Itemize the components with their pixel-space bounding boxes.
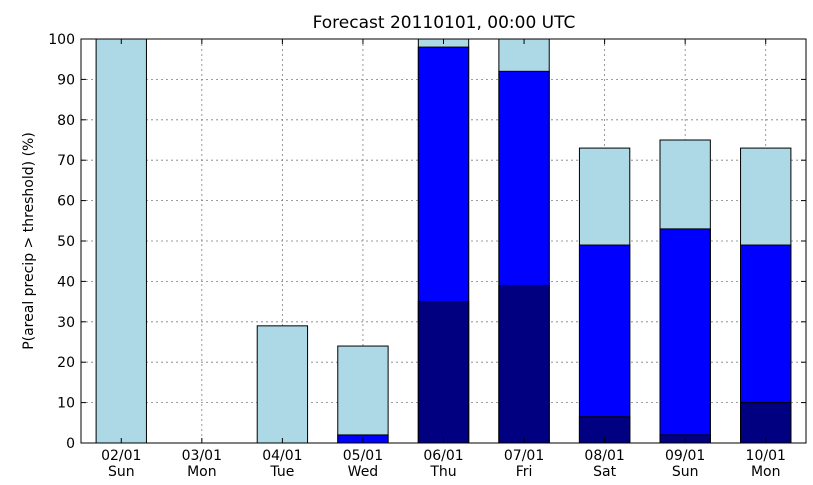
x-tick-label-date: 09/01	[665, 448, 705, 464]
bar-series-2-06/01	[417, 301, 470, 444]
x-tick-label-day: Tue	[269, 464, 294, 480]
y-tick-label: 40	[57, 274, 75, 290]
x-tick-label-date: 04/01	[262, 448, 302, 464]
bar-series-2-10/01	[740, 402, 792, 444]
x-tick-label-day: Sun	[108, 464, 135, 480]
y-tick-label: 0	[66, 436, 75, 452]
y-tick-label: 90	[57, 72, 75, 88]
bar-series-1-08/01	[578, 244, 631, 444]
y-axis-label: P(areal precip > threshold) (%)	[21, 132, 37, 350]
x-tick-label-date: 08/01	[584, 448, 624, 464]
x-tick-label-date: 07/01	[504, 448, 544, 464]
axes: 010203040506070809010002/01Sun03/01Mon04…	[48, 32, 807, 480]
x-tick-label-day: Wed	[348, 464, 379, 480]
bar-series-0-05/01	[337, 345, 389, 444]
x-tick-label-date: 10/01	[746, 448, 786, 464]
x-tick-label-day: Sat	[593, 464, 616, 480]
x-tick-label-day: Fri	[516, 464, 533, 480]
x-tick-label-date: 06/01	[423, 448, 463, 464]
x-tick-label-day: Mon	[187, 464, 217, 480]
x-tick-label-day: Thu	[429, 464, 456, 480]
x-tick-label-day: Mon	[751, 464, 781, 480]
y-tick-label: 20	[57, 355, 75, 371]
x-tick-label-date: 05/01	[343, 448, 383, 464]
y-tick-label: 10	[57, 396, 75, 412]
bar-series-2-07/01	[498, 284, 550, 444]
bars	[95, 38, 792, 444]
bar-series-0-04/01	[256, 325, 309, 444]
bar-series-1-09/01	[659, 228, 711, 444]
x-tick-label-date: 03/01	[182, 448, 222, 464]
chart-title: Forecast 20110101, 00:00 UTC	[313, 13, 576, 33]
y-tick-label: 80	[57, 113, 75, 129]
y-tick-label: 60	[57, 194, 75, 210]
bar-series-0-02/01	[95, 38, 147, 444]
y-tick-label: 100	[48, 32, 75, 48]
y-tick-label: 50	[57, 234, 75, 250]
y-tick-label: 30	[57, 315, 75, 331]
x-tick-label-day: Sun	[672, 464, 699, 480]
y-tick-label: 70	[57, 153, 75, 169]
x-tick-label-date: 02/01	[101, 448, 141, 464]
